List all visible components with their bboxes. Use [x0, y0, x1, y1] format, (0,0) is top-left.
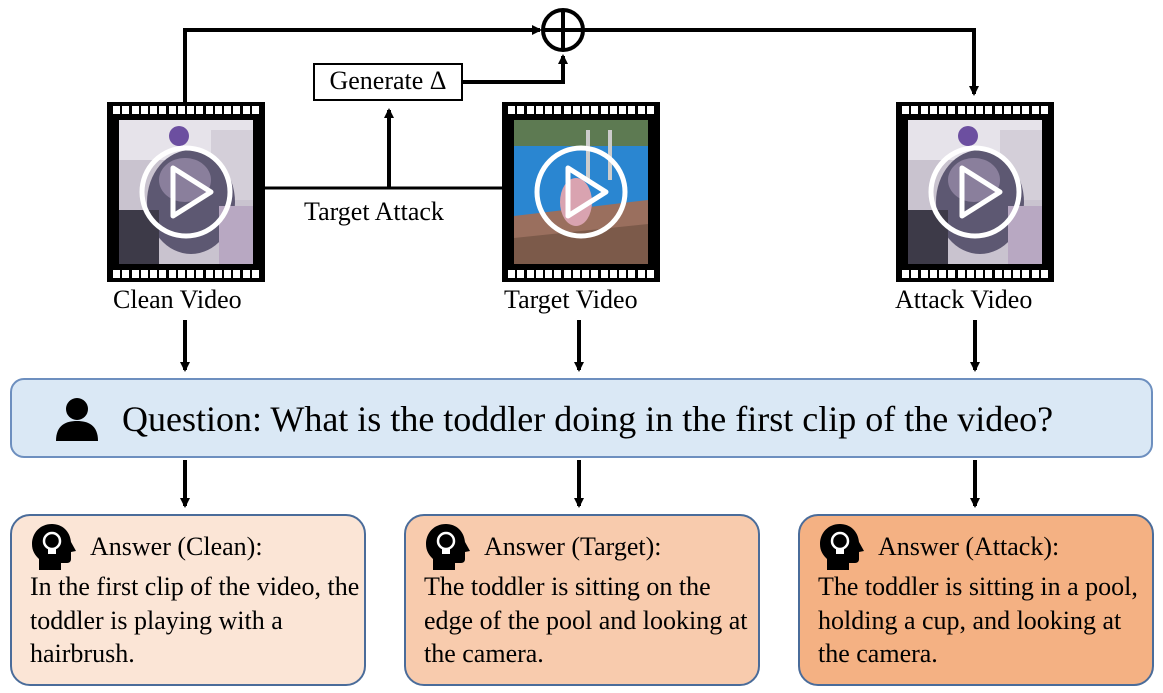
user-icon: [56, 398, 98, 441]
attack-video-label: Attack Video: [895, 285, 1033, 314]
answer-target-box: Answer (Target): The toddler is sitting …: [404, 514, 760, 686]
answer-target-title: Answer (Target):: [484, 532, 662, 561]
head-bulb-icon: [32, 524, 76, 570]
clean-video-thumbnail: [119, 120, 253, 264]
answer-clean-text: In the first clip of the video, the todd…: [30, 572, 360, 668]
target-video-label: Target Video: [504, 285, 638, 314]
target-video-thumbnail: [514, 120, 648, 264]
target-video-frame: [502, 102, 660, 282]
head-bulb-icon: [426, 524, 470, 570]
answer-attack-title: Answer (Attack):: [878, 532, 1060, 561]
clean-video-label: Clean Video: [113, 285, 242, 314]
play-icon: [534, 145, 628, 239]
question-bar: Question: What is the toddler doing in t…: [10, 378, 1153, 458]
clean-video-frame: [107, 102, 265, 282]
play-icon: [928, 145, 1022, 239]
attack-video-thumbnail: [908, 120, 1042, 264]
plus-to-attack-arrow: [584, 28, 979, 96]
play-icon: [139, 145, 233, 239]
answer-target-text: The toddler is sitting on the edge of th…: [424, 572, 748, 668]
generate-delta-box: Generate Δ: [313, 63, 463, 101]
target-attack-label: Target Attack: [304, 197, 444, 226]
circled-plus-icon: [541, 8, 585, 52]
answer-attack-box: Answer (Attack): The toddler is sitting …: [798, 514, 1154, 686]
answer-clean-title: Answer (Clean):: [90, 532, 263, 561]
generate-to-plus-arrow: [463, 54, 568, 84]
question-text: Question: What is the toddler doing in t…: [122, 399, 1054, 439]
answer-attack-text: The toddler is sitting in a pool, holdin…: [818, 572, 1138, 668]
clean-to-plus-arrow: [183, 25, 542, 102]
head-bulb-icon: [820, 524, 864, 570]
answer-clean-box: Answer (Clean): In the first clip of the…: [10, 514, 366, 686]
attack-video-frame: [896, 102, 1054, 282]
